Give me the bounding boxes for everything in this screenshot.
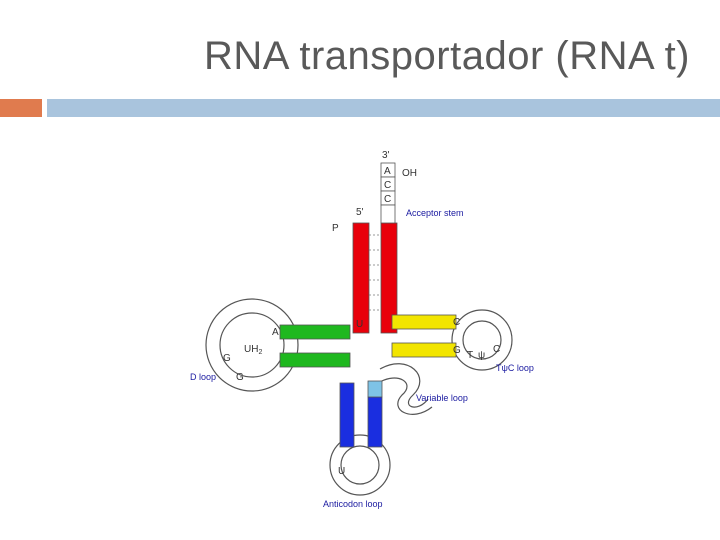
tpsic-loop-ring bbox=[451, 309, 513, 371]
trna-diagram: 3' 5' OH P A C C Acceptor stem D loop Tψ… bbox=[190, 150, 534, 509]
base-c-tpsic-stem: C bbox=[453, 317, 460, 328]
anticodon-arm bbox=[339, 382, 383, 448]
cca-c2: C bbox=[384, 194, 391, 205]
base-u-anticodon: U bbox=[338, 466, 345, 477]
accent-bar-orange bbox=[0, 99, 42, 117]
base-u-acceptor: U bbox=[356, 319, 363, 330]
anticodon-loop-inner bbox=[340, 445, 380, 485]
five-prime-label: 5' bbox=[356, 207, 364, 218]
oh-label: OH bbox=[402, 168, 417, 179]
accent-bar-blue bbox=[47, 99, 720, 117]
variable-loop-label: Variable loop bbox=[416, 393, 468, 403]
d-loop-ring bbox=[205, 298, 299, 392]
cca-a: A bbox=[384, 166, 391, 177]
anticodon-loop-label: Anticodon loop bbox=[323, 499, 383, 509]
p-label: P bbox=[332, 223, 339, 234]
tpsic-loop-inner bbox=[462, 320, 502, 360]
base-g-tpsic-stem: G bbox=[453, 345, 461, 356]
base-uh2: UH2 bbox=[244, 344, 262, 356]
base-c-tpsic-loop: C bbox=[493, 344, 500, 355]
acceptor-stem-label: Acceptor stem bbox=[406, 208, 464, 218]
cca-end bbox=[380, 162, 396, 224]
d-arm bbox=[279, 324, 351, 368]
slide-title: RNA transportador (RNA t) bbox=[204, 34, 690, 78]
d-loop-inner bbox=[219, 312, 285, 378]
tpsic-loop-label: TψC loop bbox=[496, 363, 534, 373]
base-t-tpsic-loop: T bbox=[467, 350, 473, 361]
acceptor-stem bbox=[352, 222, 398, 334]
three-prime-label: 3' bbox=[382, 150, 390, 161]
base-a-d-arm: A bbox=[272, 327, 279, 338]
base-g1-d-loop: G bbox=[223, 353, 231, 364]
base-g2-d-loop: G bbox=[236, 372, 244, 383]
tpsic-arm bbox=[391, 314, 457, 358]
anticodon-loop-ring bbox=[329, 434, 391, 496]
variable-region bbox=[367, 380, 383, 398]
base-psi-tpsic-loop: ψ bbox=[478, 350, 485, 361]
cca-c1: C bbox=[384, 180, 391, 191]
d-loop-label: D loop bbox=[190, 372, 216, 382]
